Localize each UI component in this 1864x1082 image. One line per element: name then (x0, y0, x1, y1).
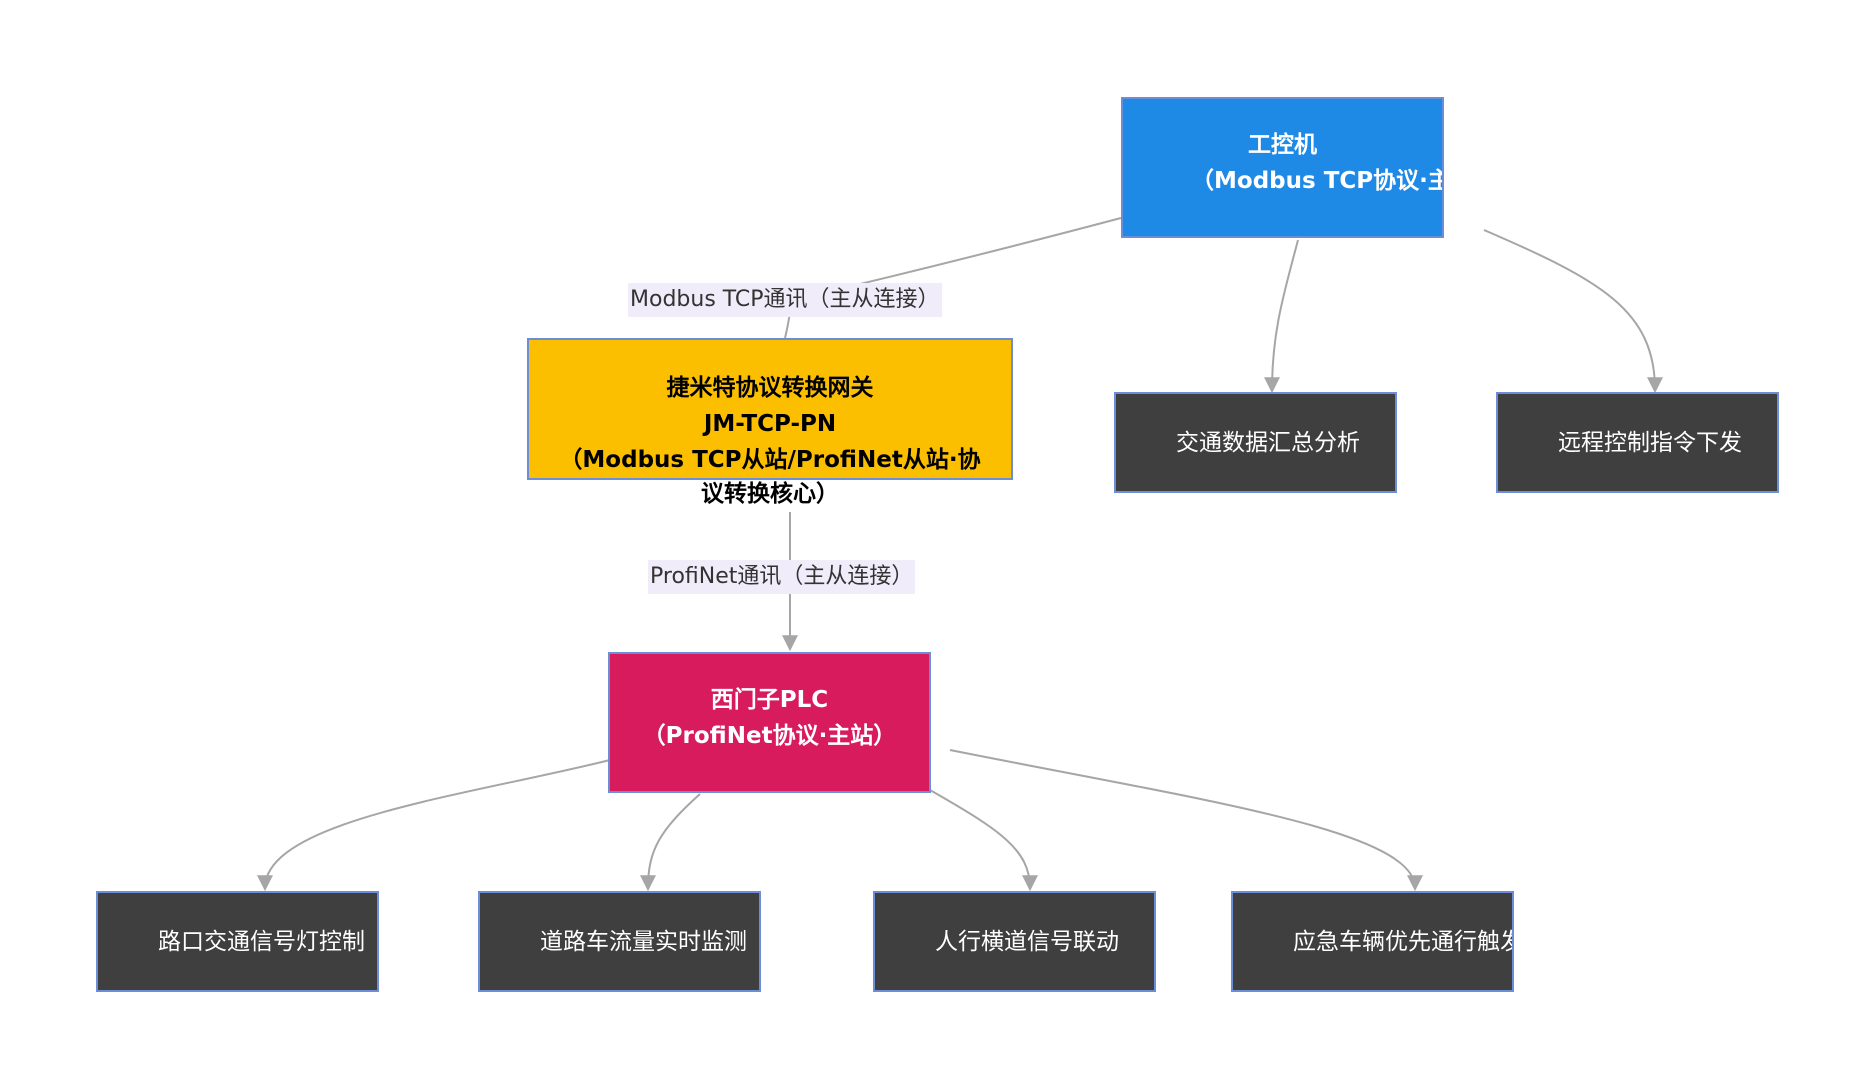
edge-plc-to-crosswalk (929, 789, 1038, 892)
node-ipc-line2: （Modbus TCP协议·主站） (1191, 168, 1442, 194)
node-ipc[interactable]: 工控机 （Modbus TCP协议·主站） (1121, 97, 1444, 238)
node-plc-line1: 西门子PLC (710, 687, 829, 713)
node-signal-control-label: 路口交通信号灯控制 (158, 929, 365, 955)
node-flow-monitor-label: 道路车流量实时监测 (540, 929, 747, 955)
edge-plc-to-flow-monitor (640, 793, 701, 892)
node-gateway[interactable]: 捷米特协议转换网关 JM-TCP-PN （Modbus TCP从站/ProfiN… (527, 338, 1013, 480)
node-gateway-line1: 捷米特协议转换网关 (666, 375, 874, 401)
node-signal-control[interactable]: 路口交通信号灯控制 (96, 891, 379, 992)
edge-ipc-to-gateway (784, 217, 1122, 339)
node-data-summary-label: 交通数据汇总分析 (1176, 430, 1360, 456)
node-remote-control-label: 远程控制指令下发 (1558, 430, 1742, 456)
node-plc[interactable]: 西门子PLC （ProfiNet协议·主站） (608, 652, 931, 793)
edge-label-modbus: Modbus TCP通讯（主从连接） (628, 283, 942, 317)
node-plc-line2: （ProfiNet协议·主站） (642, 723, 897, 749)
edge-label-profinet: ProfiNet通讯（主从连接） (648, 560, 916, 594)
node-gateway-line2: JM-TCP-PN (703, 411, 837, 437)
node-ipc-line1: 工控机 (1248, 132, 1317, 158)
node-emergency[interactable]: 应急车辆优先通行触发 (1231, 891, 1514, 992)
node-gateway-line3: （Modbus TCP从站/ProfiNet从站·协 (559, 447, 981, 473)
node-remote-control[interactable]: 远程控制指令下发 (1496, 392, 1779, 493)
node-crosswalk[interactable]: 人行横道信号联动 (873, 891, 1156, 992)
edge-plc-to-emergency (949, 749, 1423, 892)
node-crosswalk-label: 人行横道信号联动 (935, 929, 1119, 955)
node-emergency-label: 应急车辆优先通行触发 (1293, 929, 1514, 955)
node-gateway-line4: 议转换核心） (701, 481, 839, 507)
edge-ipc-to-data-summary (1264, 239, 1299, 394)
edge-plc-to-signal-control (257, 759, 611, 892)
edge-ipc-to-remote-control (1483, 229, 1663, 394)
node-data-summary[interactable]: 交通数据汇总分析 (1114, 392, 1397, 493)
node-flow-monitor[interactable]: 道路车流量实时监测 (478, 891, 761, 992)
